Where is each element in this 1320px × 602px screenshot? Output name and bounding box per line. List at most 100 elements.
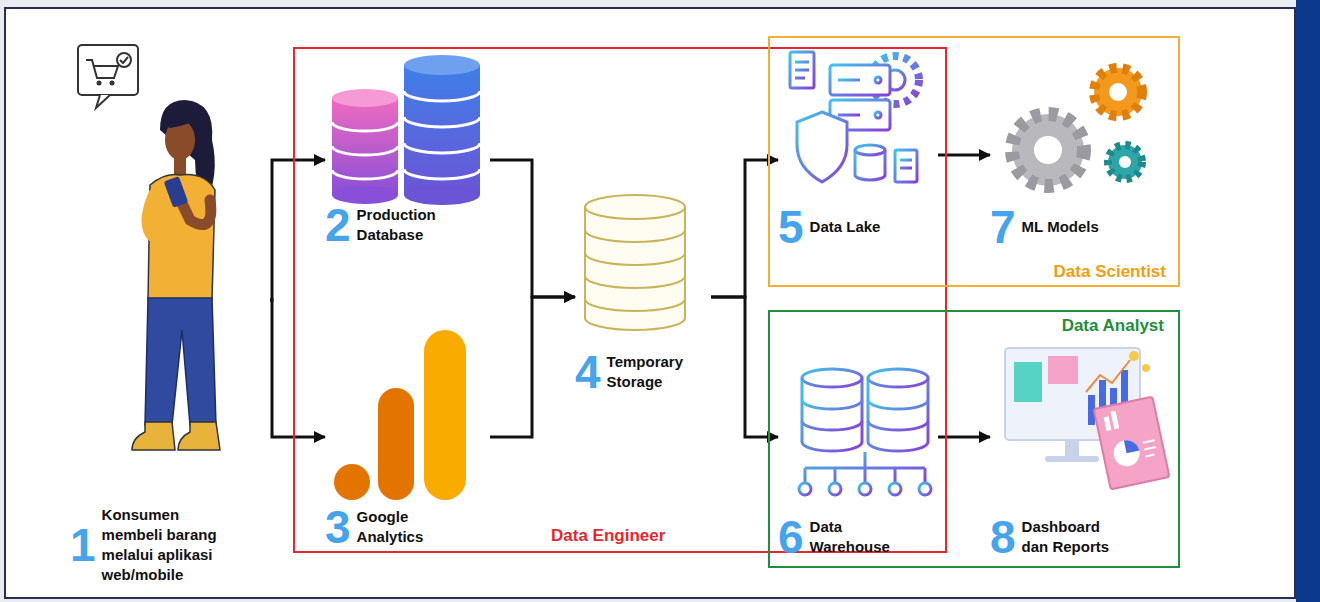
illustration-part [1108,145,1142,179]
pipeline-step: 2Production Database [325,58,490,248]
illustration-part [1104,416,1112,431]
illustration-part [1094,397,1170,490]
step-name: Data Warehouse [810,517,910,557]
step-label: 5 Data Lake [778,204,880,250]
gears-icon [1012,68,1142,186]
illustration-part [1109,83,1127,101]
step-label: 4Temporary Storage [575,349,707,395]
illustration-part [97,81,102,86]
step-name: Dashboard dan Reports [1022,517,1122,557]
step-name: Production Database [357,205,457,245]
illustration-part [1119,156,1131,168]
customer-figure [78,45,220,450]
illustration-part [378,388,414,500]
illustration-part [829,483,841,495]
region-label: Data Scientist [1050,261,1170,283]
illustration-part [1034,136,1062,164]
illustration-part [1012,114,1084,186]
illustration-part [178,422,220,450]
illustration-part [855,145,885,155]
illustration-part [96,95,110,108]
illustration-part [585,207,685,330]
illustration-part [1014,362,1042,402]
pipeline-step: 3Google Analytics [325,320,490,550]
illustration-part [132,422,175,450]
flow-arrow [490,160,575,297]
illustration-part [802,400,862,430]
step-name: Google Analytics [357,507,457,547]
illustration-part [895,150,917,182]
illustration-part [120,57,128,63]
illustration-part [821,122,824,172]
step-label: 3Google Analytics [325,504,457,550]
step-label: 8Dashboard dan Reports [990,514,1122,560]
illustration-part [404,185,480,205]
illustration-part [1094,68,1142,116]
page-frame [5,0,1320,602]
analytics-icon [334,330,466,500]
region-label: Data Engineer [547,525,669,547]
illustration-part [919,483,931,495]
data-lake-icon [790,52,919,182]
illustration-part [332,122,398,179]
illustration-part [900,160,912,168]
illustration-part [164,176,189,208]
callout-number: 5 [778,204,804,250]
role-region: Data Engineer 2Production Database 3Google… [293,47,947,553]
illustration-part [165,113,198,128]
pipeline-step: 7 ML Models [990,55,1160,250]
pipeline-step: 4Temporary Storage [575,195,711,395]
illustration-part [802,378,862,451]
illustration-part [145,298,216,425]
pipeline-step: 8Dashboard dan Reports [990,345,1170,560]
flow-arrow [490,297,575,437]
illustration-part [1094,397,1170,490]
illustration-part [424,330,466,500]
illustration-part [86,60,118,78]
callout-number: 4 [575,349,601,395]
database-icon [332,55,480,205]
illustration-part [404,91,480,179]
illustration-part [585,230,685,311]
illustration-part [148,174,215,300]
role-region: Data Scientist 5 Data Lake 7 ML Models [768,36,1180,287]
callout-number: 1 [70,522,96,568]
illustration-part [5,8,1295,598]
illustration-part [1142,364,1150,372]
illustration-part [1124,438,1139,453]
illustration-part [1048,356,1078,384]
step-name: Temporary Storage [607,352,707,392]
role-region: Data Analyst6Data Warehouse8Dashboard da… [768,310,1180,568]
callout-number: 6 [778,514,804,560]
step-name: Konsumen membeli barang melalui aplikasi… [102,505,227,585]
callout-number: 2 [325,202,351,248]
illustration-part [332,89,398,107]
callout-number: 3 [325,504,351,550]
pipeline-step: 1Konsumen membeli barang melalui aplikas… [70,40,270,585]
dashboard-icon [1005,348,1169,489]
illustration-part [889,483,901,495]
step-label: 6Data Warehouse [778,514,910,560]
illustration-part [1296,0,1320,602]
illustration-part [838,80,860,115]
illustration-part [585,195,685,219]
callout-number: 8 [990,514,1016,560]
step-label: 1Konsumen membeli barang melalui aplikas… [70,505,227,585]
illustration-part [790,52,814,88]
illustration-part [1129,351,1139,361]
illustration-part [802,369,862,387]
step-name: ML Models [1022,217,1099,237]
illustration-part [334,464,370,500]
illustration-part [1111,438,1142,469]
illustration-part [78,45,138,95]
illustration-part [110,81,115,86]
pipeline-step: 6Data Warehouse [778,365,938,560]
illustration-part [859,483,871,495]
pipeline-step: 5 Data Lake [778,45,938,250]
step-name: Data Lake [810,217,881,237]
illustration-part [868,400,928,430]
callout-number: 7 [990,204,1016,250]
